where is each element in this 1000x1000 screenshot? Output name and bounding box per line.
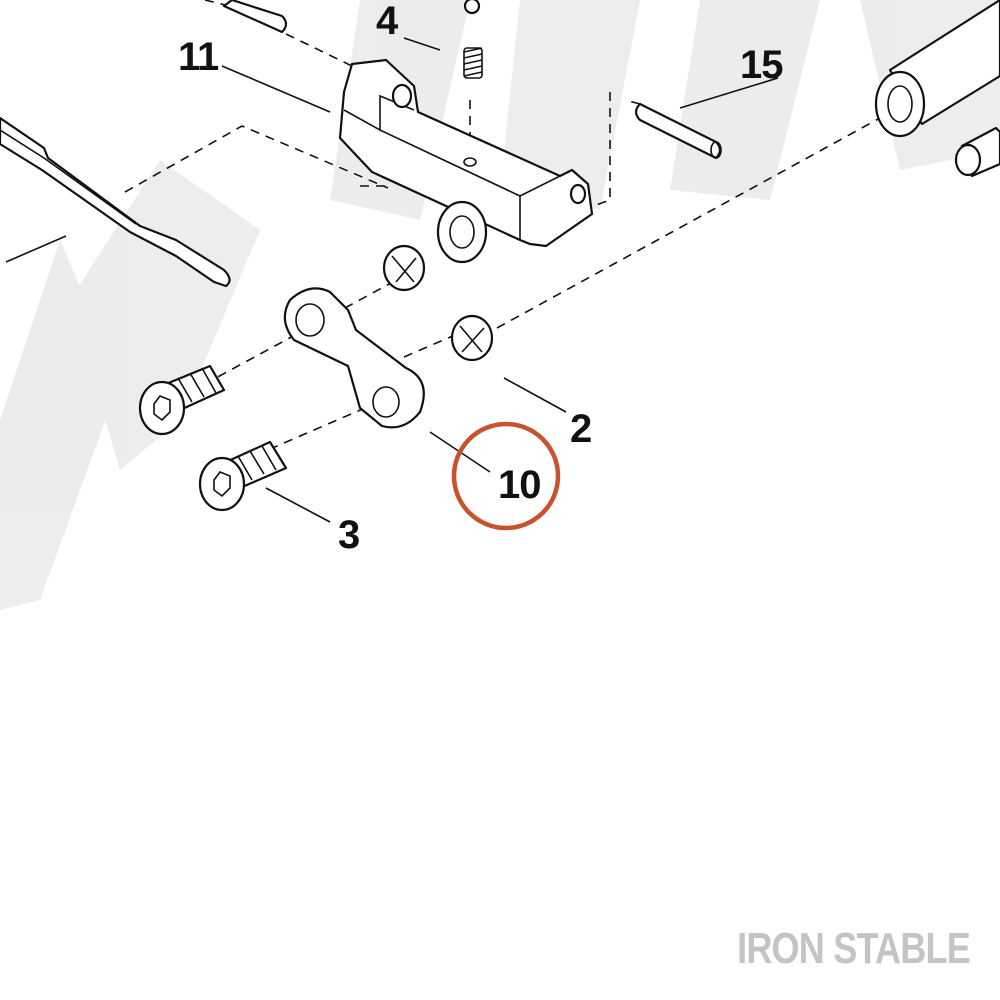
callout-2: 2 (570, 407, 591, 451)
callout-4: 4 (376, 0, 399, 43)
detent-spring (463, 0, 483, 79)
callout-3: 3 (338, 513, 359, 557)
serrated-nuts (382, 244, 494, 362)
callout-15: 15 (740, 43, 783, 87)
pin-top (222, 0, 288, 34)
cap-screw (954, 126, 1000, 178)
watermark-logo (0, 0, 1000, 610)
leader-lines (5, 37, 779, 523)
highlight-circle (451, 421, 561, 531)
mounting-plate (0, 116, 231, 288)
callout-11: 11 (178, 35, 219, 79)
callout-10: 10 (498, 463, 541, 507)
link-arm (283, 287, 425, 429)
lock-washer (436, 200, 488, 264)
dowel-pin (634, 102, 722, 160)
flat-head-screws (138, 364, 288, 512)
bracket-part (338, 58, 594, 248)
rotor-shaft (874, 0, 1000, 138)
brand-wordmark: IRON STABLE (737, 924, 971, 973)
